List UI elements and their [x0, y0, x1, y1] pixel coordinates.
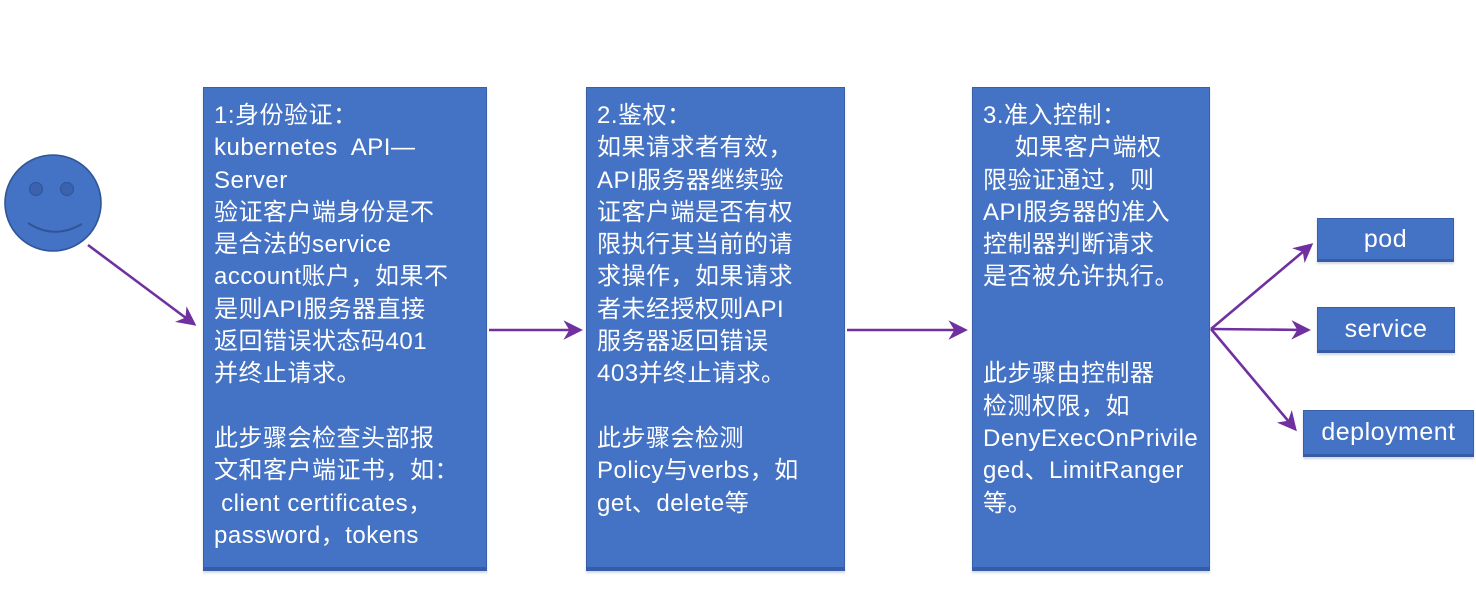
step-box-admission-control: 3.准入控制： 如果客户端权 限验证通过，则 API服务器的准入 控制器判断请求… — [972, 87, 1210, 571]
step-box-authentication: 1:身份验证： kubernetes API—Server 验证客户端身份是不 … — [203, 87, 487, 571]
deployment-label: deployment — [1321, 418, 1456, 446]
authorization-text: 2.鉴权： 如果请求者有效， API服务器继续验 证客户端是否有权 限执行其当前… — [597, 102, 799, 517]
admission-control-text: 3.准入控制： 如果客户端权 限验证通过，则 API服务器的准入 控制器判断请求… — [983, 102, 1199, 517]
smile — [27, 222, 83, 233]
smiley-face-icon — [4, 154, 102, 252]
left-eye — [29, 182, 43, 196]
pod-label: pod — [1363, 224, 1408, 253]
resource-box-pod: pod — [1317, 218, 1454, 262]
arrow-admission-to-service — [1210, 320, 1311, 340]
step-box-authorization: 2.鉴权： 如果请求者有效， API服务器继续验 证客户端是否有权 限执行其当前… — [586, 87, 845, 571]
client-actor — [2, 152, 106, 256]
resource-box-service: service — [1317, 307, 1455, 353]
authentication-text: 1:身份验证： kubernetes API—Server 验证客户端身份是不 … — [214, 102, 459, 549]
arrow-admission-to-pod — [1210, 243, 1314, 330]
arrow-client-to-authentication — [87, 243, 197, 326]
arrow-admission-to-deployment — [1210, 328, 1297, 432]
service-label: service — [1344, 314, 1428, 343]
right-eye — [60, 182, 74, 196]
resource-box-deployment: deployment — [1303, 410, 1474, 457]
